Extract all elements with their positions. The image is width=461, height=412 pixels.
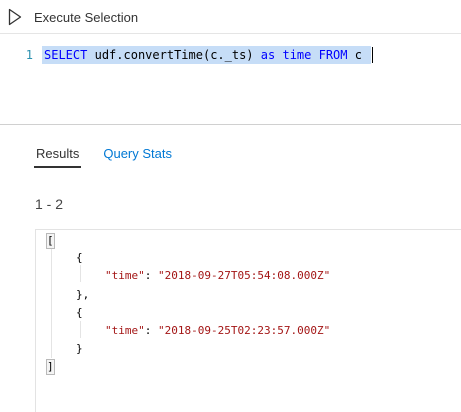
json-value: "2018-09-25T02:23:57.000Z"	[158, 324, 331, 337]
json-value: "2018-09-27T05:54:08.000Z"	[158, 269, 331, 282]
results-viewer[interactable]: [ { "time": "2018-09-27T05:54:08.000Z" }…	[35, 229, 461, 412]
source-alias: c	[354, 48, 362, 62]
json-colon: :	[144, 269, 158, 282]
alias-name: time	[282, 48, 312, 62]
indent-guide	[51, 248, 52, 358]
result-count: 1 - 2	[35, 196, 64, 212]
json-line: {	[76, 304, 83, 321]
object-open-brace: {	[76, 306, 83, 319]
keyword-select: SELECT	[44, 48, 88, 62]
object-close-brace: }	[76, 342, 83, 355]
text-cursor	[372, 47, 374, 63]
json-key: "time"	[105, 269, 145, 282]
json-line: "time": "2018-09-25T02:23:57.000Z"	[105, 322, 330, 339]
keyword-as: as	[260, 48, 276, 62]
json-line: {	[76, 249, 83, 266]
editor-line[interactable]: 1 SELECT udf.convertTime(c._ts) as time …	[0, 46, 374, 64]
json-line: },	[76, 286, 89, 303]
tab-results[interactable]: Results	[34, 140, 82, 168]
object-open-brace: {	[76, 251, 83, 264]
close-bracket: ]	[46, 359, 55, 375]
query-toolbar: Execute Selection	[0, 0, 461, 34]
object-close-brace: },	[76, 288, 90, 301]
keyword-from: FROM	[318, 48, 348, 62]
query-editor[interactable]: 1 SELECT udf.convertTime(c._ts) as time …	[0, 34, 461, 125]
tab-query-stats[interactable]: Query Stats	[103, 146, 172, 161]
json-line: "time": "2018-09-27T05:54:08.000Z"	[105, 267, 330, 284]
line-number: 1	[25, 48, 33, 62]
json-colon: :	[144, 324, 158, 337]
indent-guide	[80, 265, 81, 282]
results-tabs: Results Query Stats	[34, 140, 174, 172]
udf-expression: udf.convertTime(c._ts)	[94, 48, 254, 62]
json-line: ]	[46, 358, 55, 375]
json-line: }	[76, 340, 83, 357]
execute-selection-label: Execute Selection	[34, 9, 139, 25]
json-key: "time"	[105, 324, 145, 337]
indent-guide	[80, 321, 81, 338]
execute-selection-button[interactable]: Execute Selection	[6, 6, 138, 28]
open-bracket: [	[46, 233, 55, 249]
json-line: [	[46, 232, 55, 249]
selected-query-text[interactable]: SELECT udf.convertTime(c._ts) as time FR…	[42, 46, 372, 64]
play-icon	[6, 7, 24, 27]
